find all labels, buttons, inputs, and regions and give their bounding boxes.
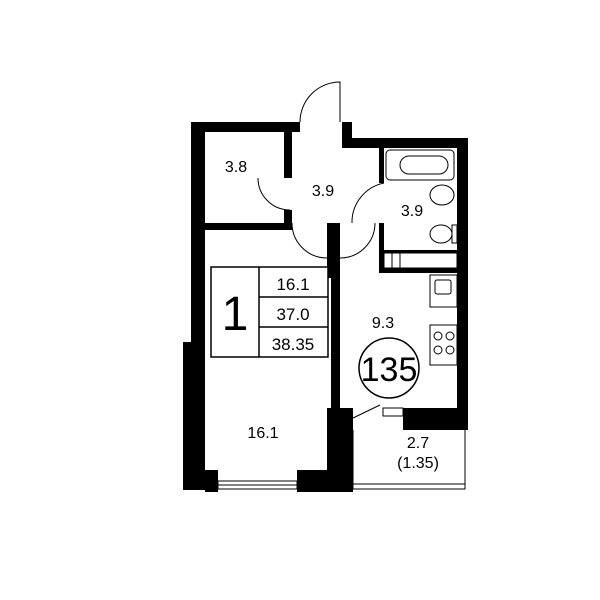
room-area-bathroom: 3.9 [401, 203, 423, 220]
room-count: 1 [222, 288, 249, 341]
total-area: 37.0 [276, 305, 309, 324]
walls [183, 122, 468, 492]
fixtures [217, 81, 466, 490]
apartment-number: 135 [361, 351, 418, 389]
summary-box: 1 16.1 37.0 38.35 [210, 266, 329, 358]
living-area: 16.1 [276, 275, 309, 294]
room-labels: 3.8 3.9 3.9 9.3 16.1 2.7 (1.35) [225, 159, 439, 472]
total-area-with-balcony: 38.35 [272, 335, 315, 354]
room-area-balcony: 2.7 [407, 435, 429, 452]
room-area-hall: 3.9 [312, 183, 334, 200]
apartment-number-badge: 135 [358, 337, 420, 399]
room-area-storage: 3.8 [225, 159, 247, 176]
room-area-balcony-reduced: (1.35) [397, 455, 439, 472]
room-area-kitchen: 9.3 [372, 315, 394, 332]
room-area-living: 16.1 [247, 425, 278, 442]
